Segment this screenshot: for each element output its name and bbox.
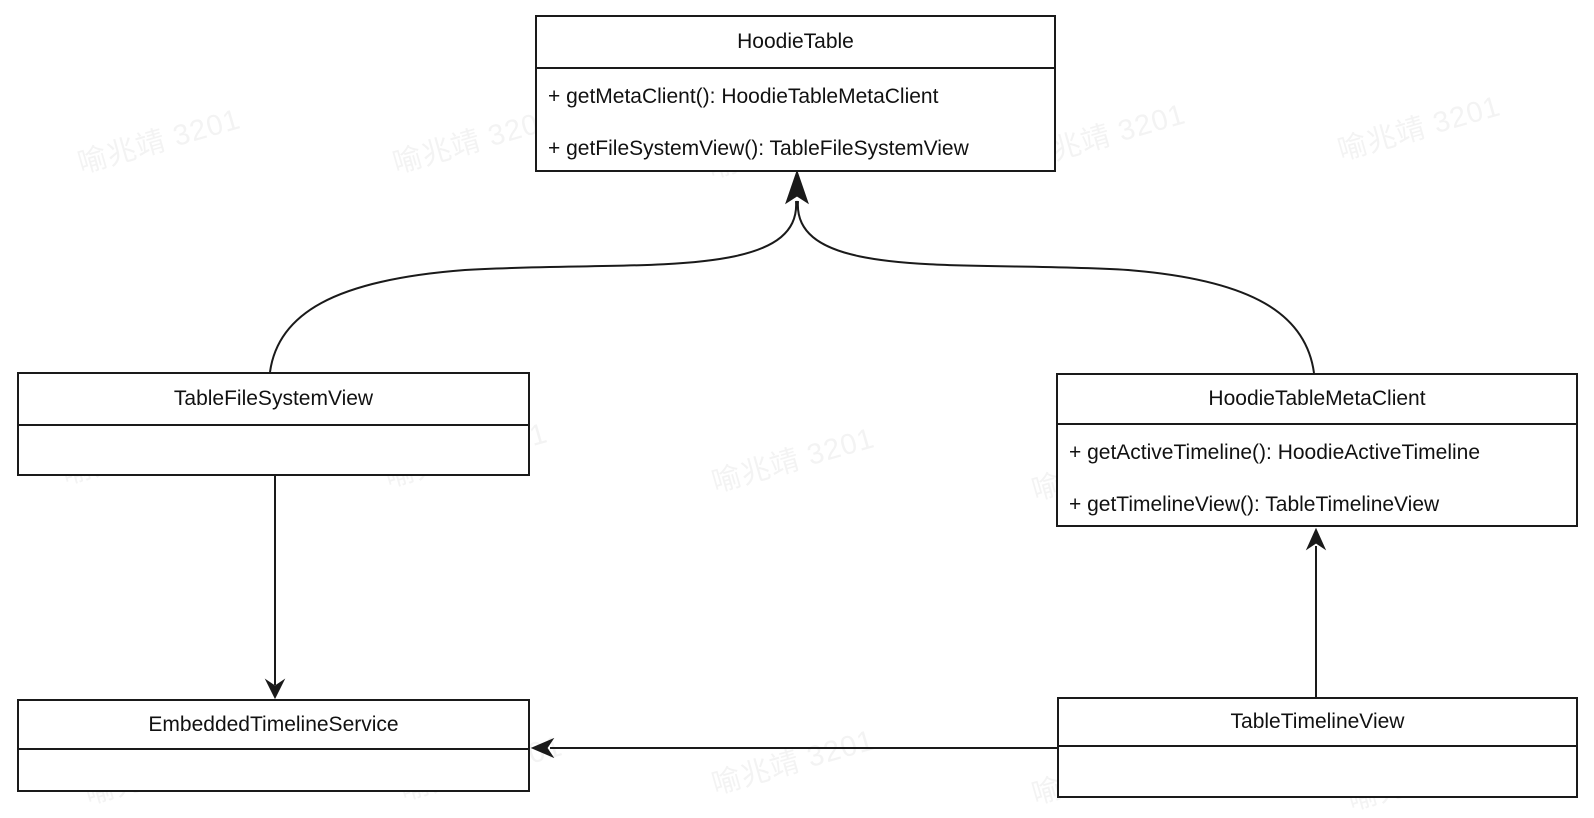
class-box-tabletimelineview: TableTimelineView: [1057, 697, 1578, 798]
arrowhead-into-hoodietablemetaclient: [1305, 527, 1327, 551]
arrowhead-into-hoodietable: [785, 169, 809, 205]
class-body-embeddedtimelineservice: [19, 750, 528, 790]
class-box-tablefilesystemview: TableFileSystemView: [17, 372, 530, 476]
class-body-tabletimelineview: [1059, 747, 1576, 796]
class-body-tablefilesystemview: [19, 426, 528, 474]
edge-tablefilesystemview-to-hoodietable: [269, 200, 798, 373]
class-title-tabletimelineview: TableTimelineView: [1059, 699, 1576, 747]
class-title-tablefilesystemview: TableFileSystemView: [19, 374, 528, 426]
method-getmetaclient: + getMetaClient(): HoodieTableMetaClient: [548, 85, 939, 108]
class-body-hoodietable: + getMetaClient(): HoodieTableMetaClient…: [537, 69, 1054, 175]
class-box-embeddedtimelineservice: EmbeddedTimelineService: [17, 699, 530, 792]
edge-hoodietablemetaclient-to-hoodietable: [796, 200, 1315, 374]
class-title-embeddedtimelineservice: EmbeddedTimelineService: [19, 701, 528, 750]
arrowhead-into-embeddedtimelineservice-right: [530, 737, 555, 759]
class-box-hoodietable: HoodieTable + getMetaClient(): HoodieTab…: [535, 15, 1056, 172]
arrowhead-into-embeddedtimelineservice-top: [264, 678, 286, 700]
class-box-hoodietablemetaclient: HoodieTableMetaClient + getActiveTimelin…: [1056, 373, 1578, 527]
class-body-hoodietablemetaclient: + getActiveTimeline(): HoodieActiveTimel…: [1058, 425, 1576, 531]
class-title-hoodietable: HoodieTable: [537, 17, 1054, 69]
method-getfilesystemview: + getFileSystemView(): TableFileSystemVi…: [548, 137, 969, 160]
class-title-hoodietablemetaclient: HoodieTableMetaClient: [1058, 375, 1576, 425]
method-gettimelineview: + getTimelineView(): TableTimelineView: [1069, 493, 1440, 516]
method-getactivetimeline: + getActiveTimeline(): HoodieActiveTimel…: [1069, 441, 1481, 464]
